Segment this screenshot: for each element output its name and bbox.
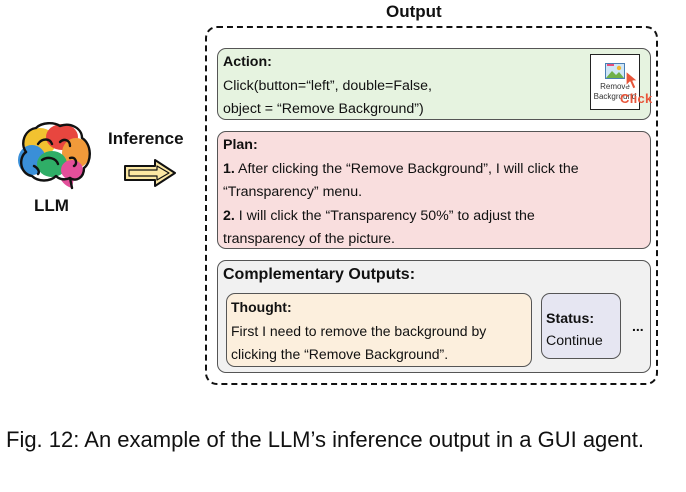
figure-caption: Fig. 12: An example of the LLM’s inferen… — [6, 427, 644, 452]
plan-step-1-line-2: “Transparency” menu. — [223, 184, 363, 200]
cursor-icon — [625, 70, 639, 90]
plan-heading: Plan: — [223, 137, 258, 153]
action-line-1: Click(button=“left”, double=False, — [223, 77, 432, 94]
thumbnail-label: Remove Background — [593, 82, 637, 101]
action-line-2: object = “Remove Background”) — [223, 101, 424, 117]
plan-step-2-line-1: 2. I will click the “Transparency 50%” t… — [223, 205, 646, 229]
plan-card: Plan: 1. After clicking the “Remove Back… — [217, 131, 651, 249]
thought-line-2: clicking the “Remove Background”. — [231, 346, 449, 362]
inference-label: Inference — [108, 129, 184, 148]
thought-card: Thought: First I need to remove the back… — [226, 293, 532, 367]
complementary-heading: Complementary Outputs: — [223, 266, 416, 283]
plan-step-1-number: 1. — [223, 160, 235, 177]
picture-icon — [605, 63, 625, 79]
output-title: Output — [386, 2, 442, 21]
plan-step-1-line-1: 1. After clicking the “Remove Background… — [223, 158, 646, 182]
brain-icon — [18, 122, 91, 190]
thought-line-1: First I need to remove the background by — [231, 322, 487, 339]
right-arrow-icon — [124, 159, 176, 187]
plan-step-1-text: After clicking the “Remove Background”, … — [234, 160, 579, 177]
more-outputs-ellipsis: ... — [632, 318, 644, 334]
status-value: Continue — [546, 333, 603, 349]
action-heading: Action: — [223, 54, 272, 70]
click-label: Click — [620, 91, 653, 106]
llm-label: LLM — [34, 196, 69, 215]
status-heading: Status: — [546, 311, 595, 327]
status-card: Status: Continue — [541, 293, 621, 359]
plan-step-2-number: 2. — [223, 207, 235, 224]
output-container — [205, 26, 658, 385]
plan-step-2-line-2: transparency of the picture. — [223, 231, 395, 247]
plan-step-2-text: I will click the “Transparency 50%” to a… — [234, 207, 535, 224]
action-card: Action: Click(button=“left”, double=Fals… — [217, 48, 651, 120]
thought-heading: Thought: — [231, 299, 292, 315]
